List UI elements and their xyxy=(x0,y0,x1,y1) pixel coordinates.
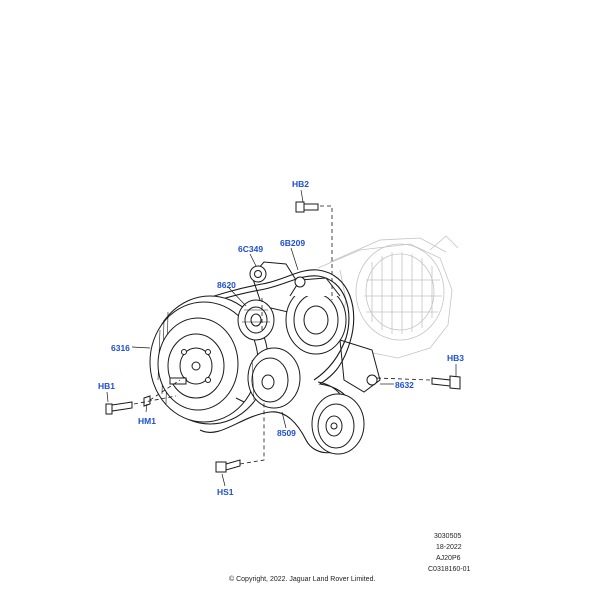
leader-lines xyxy=(106,189,457,487)
callout-hs1[interactable]: HS1 xyxy=(217,487,234,497)
callout-hb1[interactable]: HB1 xyxy=(98,381,116,391)
callout-hb3[interactable]: HB3 xyxy=(447,353,465,363)
bolt-hb3 xyxy=(431,375,461,390)
bolt-hb2 xyxy=(295,201,319,213)
callout-8620[interactable]: 8620 xyxy=(217,280,236,290)
callout-8632[interactable]: 8632 xyxy=(395,380,414,390)
copyright-notice: © Copyright, 2022. Jaguar Land Rover Lim… xyxy=(229,576,376,583)
callout-hm1[interactable]: HM1 xyxy=(138,416,156,426)
callout-8509[interactable]: 8509 xyxy=(277,428,296,438)
bolts xyxy=(105,201,461,473)
water-pump-pulley xyxy=(247,347,301,409)
callout-hb2[interactable]: HB2 xyxy=(292,179,310,189)
assembly-lines xyxy=(133,205,431,465)
stud-hs1 xyxy=(215,459,241,473)
callout-6c349[interactable]: 6C349 xyxy=(238,244,264,254)
reference-line-3: AJ20P6 xyxy=(436,555,461,562)
tensioner-pulley-6b209 xyxy=(285,276,347,355)
callout-6b209[interactable]: 6B209 xyxy=(280,238,306,248)
tensioner-bracket xyxy=(249,261,381,393)
reference-line-4: C0318160-01 xyxy=(428,566,471,573)
callout-6316[interactable]: 6316 xyxy=(111,343,130,353)
reference-line-2: 18-2022 xyxy=(436,544,462,551)
idler-pulley-8620 xyxy=(237,299,275,341)
reference-line-1: 3030505 xyxy=(434,533,462,540)
pin-hm1 xyxy=(143,395,151,407)
bolt-hb1 xyxy=(105,401,133,415)
tensioner-pulley-8632 xyxy=(311,393,365,455)
